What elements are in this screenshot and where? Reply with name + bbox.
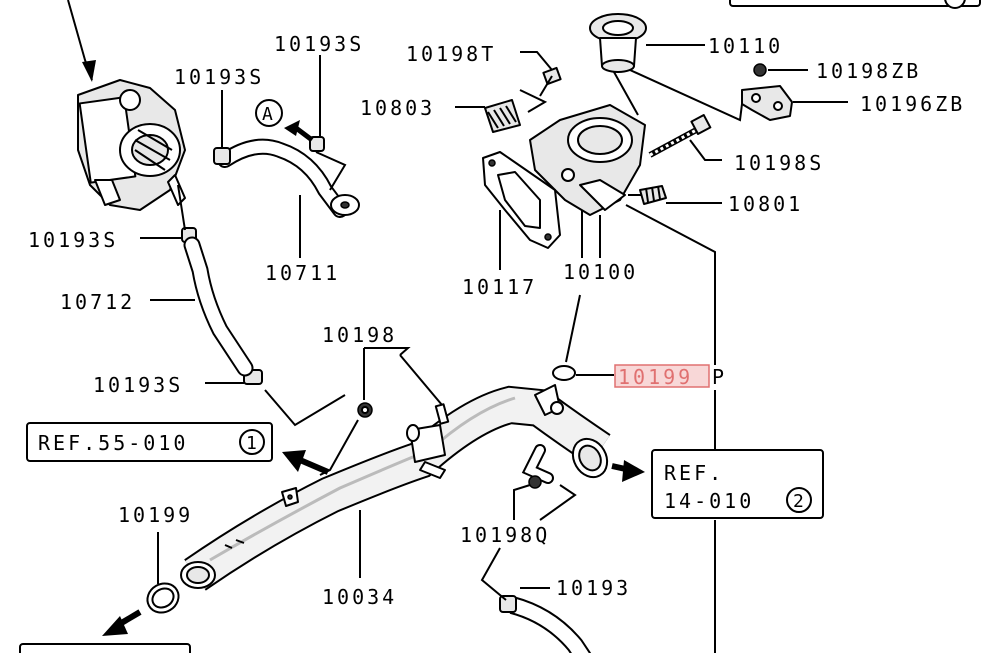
water-pipe-10034[interactable] <box>180 384 614 591</box>
bolt-10198q[interactable] <box>528 475 542 489</box>
top-ref-box <box>729 0 981 9</box>
label-10117: 10117 <box>462 275 537 299</box>
leader-right-upper <box>625 204 716 365</box>
leader-10198-c <box>264 389 346 427</box>
label-10193: 10193 <box>556 576 631 600</box>
leader-10193s-b2 <box>315 151 347 191</box>
ref-box-55[interactable]: REF.55-010 1 <box>26 422 273 462</box>
leader-10198 <box>363 347 443 406</box>
arrow-lower-left <box>102 609 142 636</box>
hose-10193[interactable] <box>499 595 593 658</box>
bolt-10198-b[interactable] <box>434 403 450 425</box>
callout-a-arrow <box>284 120 300 136</box>
pipe-link <box>177 184 186 231</box>
clamp-10193s-b[interactable] <box>309 136 325 152</box>
bracket-10196zb[interactable] <box>741 85 793 121</box>
ref14-line1: REF. <box>664 461 724 485</box>
leader-10193 <box>480 547 550 601</box>
label-10193s-top: 10193S <box>274 32 364 56</box>
label-10198q: 10198Q <box>460 523 550 547</box>
label-10199-lower: 10199 <box>118 503 193 527</box>
ref-box-bottom[interactable] <box>19 643 191 658</box>
label-10100: 10100 <box>563 260 638 284</box>
callout-a-circle <box>255 99 283 127</box>
leader-housing-connect <box>613 69 743 122</box>
oring-10199p[interactable] <box>552 365 576 381</box>
leader-10198s <box>689 139 722 161</box>
label-10110: 10110 <box>708 34 783 58</box>
callout-a-text: A <box>262 104 273 125</box>
label-10198s: 10198S <box>734 151 824 175</box>
label-10199p[interactable]: 10199 P <box>614 364 727 389</box>
bolt-10198t[interactable] <box>539 66 562 97</box>
label-10712: 10712 <box>60 290 135 314</box>
callout-a-arrow-shaft <box>294 126 314 142</box>
label-10199p-suffix: P <box>712 365 727 389</box>
ref14-line2: 14-010 <box>664 489 754 513</box>
sensor-10801[interactable] <box>639 185 667 205</box>
leader-10100 <box>581 210 601 258</box>
thermostat-group <box>455 13 848 653</box>
label-10034: 10034 <box>322 585 397 609</box>
arrow-head-top <box>82 60 96 82</box>
label-10711: 10711 <box>265 261 340 285</box>
sensor-10803[interactable] <box>484 99 521 133</box>
label-10198t: 10198T <box>406 42 496 66</box>
leader-10803-b <box>519 89 548 113</box>
throttle-group: A <box>67 0 360 385</box>
label-10193s-low: 10193S <box>93 373 183 397</box>
leader-10100-oring <box>565 294 581 363</box>
arrow-ref14 <box>611 460 645 482</box>
hose-10711[interactable] <box>217 138 360 218</box>
leader-10198q <box>513 484 577 521</box>
throttle-body[interactable] <box>77 79 186 211</box>
bolt-10198zb[interactable] <box>753 63 767 77</box>
label-10199-highlighted: 10199 <box>618 365 693 389</box>
label-10803: 10803 <box>360 96 435 120</box>
ref55-text: REF.55-010 <box>38 431 188 455</box>
highlight-10199p <box>614 364 710 388</box>
label-10196zb: 10196ZB <box>860 92 965 116</box>
oring-10199-lower[interactable] <box>142 578 184 618</box>
housing-10100[interactable] <box>529 104 646 216</box>
label-10801: 10801 <box>728 192 803 216</box>
ref14-circle-num: 2 <box>793 491 804 512</box>
hose-10712[interactable] <box>183 236 254 377</box>
label-10198zb: 10198ZB <box>816 59 921 83</box>
leader-10198-d <box>319 419 359 476</box>
label-10193s-mid: 10193S <box>28 228 118 252</box>
label-10193s-left: 10193S <box>174 65 264 89</box>
thermostat-10110[interactable] <box>589 13 647 73</box>
ref-box-14[interactable]: REF. 14-010 2 <box>651 449 824 519</box>
arrow-ref55 <box>282 450 330 475</box>
leader-10198t <box>520 51 553 71</box>
label-10198: 10198 <box>322 323 397 347</box>
clamp-10193s-a[interactable] <box>213 147 231 165</box>
ref55-circle-num: 1 <box>246 433 257 454</box>
bolt-10198s[interactable] <box>648 114 712 158</box>
gasket-10117[interactable] <box>482 151 561 249</box>
